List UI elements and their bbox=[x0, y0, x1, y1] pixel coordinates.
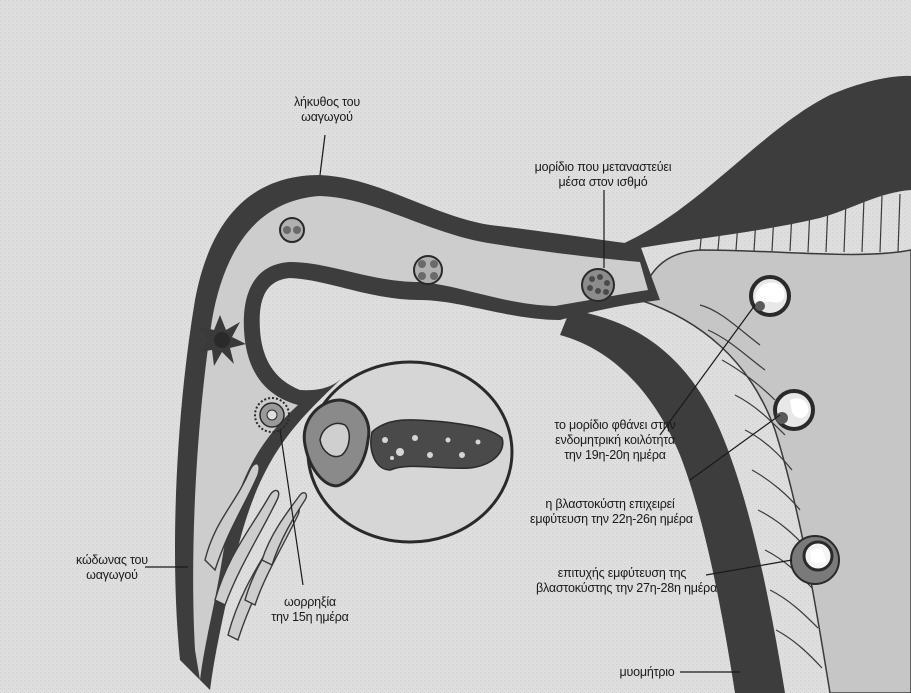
label-blastocyst-attempts: η βλαστοκύστη επιχειρεί εμφύτευση την 22… bbox=[530, 497, 690, 527]
label-successful-implantation: επιτυχής εμφύτευση της βλαστοκύστης την … bbox=[536, 566, 708, 596]
migrating-morula bbox=[582, 269, 614, 301]
label-isthmus-migration: μορίδιο που μεταναστεύει μέσα στον ισθμό bbox=[523, 160, 683, 190]
label-ovulation: ωορρηξία την 15η ημέρα bbox=[262, 595, 358, 625]
implanted-blastocyst bbox=[791, 536, 839, 584]
blastocyst-attempting-implantation bbox=[775, 391, 813, 429]
label-myometrium: μυομήτριο bbox=[612, 665, 682, 680]
label-reaches-cavity: το μορίδιο φθάνει στην ενδομητρική κοιλό… bbox=[540, 418, 690, 463]
four-cell-embryo bbox=[414, 256, 442, 284]
blastocyst-reaching-cavity bbox=[751, 277, 789, 315]
label-ampulla: λήκυθος του ωαγωγού bbox=[272, 95, 382, 125]
label-fimbria: κώδωνας του ωαγωγού bbox=[72, 553, 152, 583]
two-cell-embryo bbox=[280, 218, 304, 242]
